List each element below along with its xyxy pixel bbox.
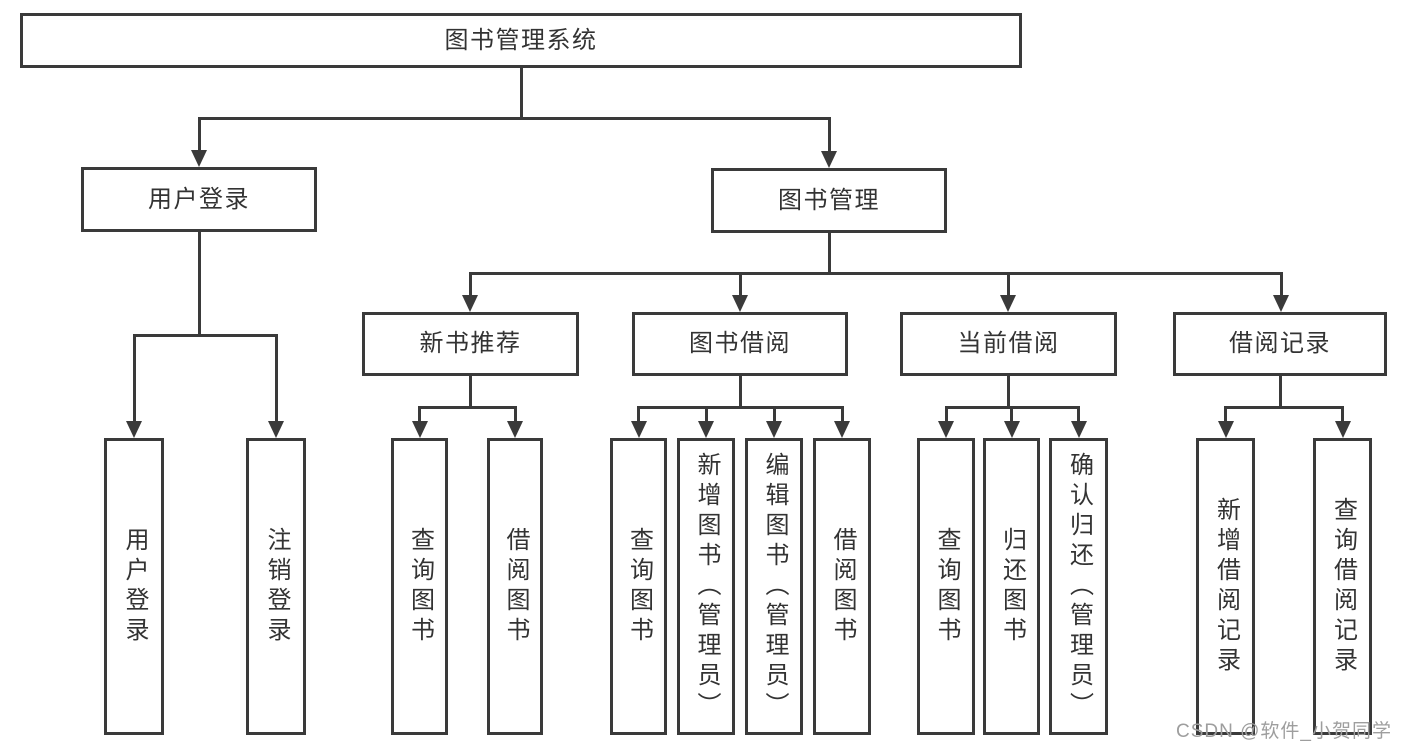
connector-vline xyxy=(418,405,421,425)
node-user-login-label: 用户登录 xyxy=(148,185,250,213)
node-leaf-query-books-borrowing-label: 查询图书 xyxy=(625,526,653,647)
arrow-down-icon xyxy=(821,151,837,168)
arrow-down-icon xyxy=(1000,295,1016,312)
node-new-book-recommendation-label: 新书推荐 xyxy=(419,330,522,357)
connector-vline xyxy=(1006,376,1010,407)
node-leaf-add-books-admin-label: 新增图书（管理员） xyxy=(693,451,720,722)
node-borrowing-records: 借阅记录 xyxy=(1173,312,1387,376)
node-current-borrowing-label: 当前借阅 xyxy=(957,330,1060,357)
node-leaf-borrow-books-recommend-label: 借阅图书 xyxy=(502,526,529,647)
connector-vline xyxy=(1278,376,1282,407)
connector-vline xyxy=(1006,271,1010,298)
node-leaf-query-books-current: 查询图书 xyxy=(917,438,975,735)
node-book-management: 图书管理 xyxy=(711,168,947,233)
node-leaf-query-books-recommend: 查询图书 xyxy=(391,438,448,735)
connector-hline xyxy=(132,333,278,337)
connector-vline xyxy=(1010,405,1013,425)
connector-vline xyxy=(274,333,278,424)
arrow-down-icon xyxy=(268,421,284,438)
connector-hline xyxy=(1224,405,1344,409)
arrow-down-icon xyxy=(411,421,428,438)
node-leaf-add-books-admin: 新增图书（管理员） xyxy=(677,438,735,735)
node-leaf-add-borrow-record-label: 新增借阅记录 xyxy=(1212,496,1240,677)
connector-vline xyxy=(637,405,640,425)
node-leaf-edit-books-admin-label: 编辑图书（管理员） xyxy=(761,451,788,722)
connector-vline xyxy=(1077,405,1080,425)
connector-vline xyxy=(704,405,708,425)
node-leaf-query-books-borrowing: 查询图书 xyxy=(610,438,667,735)
connector-vline xyxy=(513,405,517,425)
node-new-book-recommendation: 新书推荐 xyxy=(362,312,579,376)
connector-hline xyxy=(418,405,517,409)
arrow-down-icon xyxy=(191,150,207,167)
node-book-management-label: 图书管理 xyxy=(778,186,880,214)
node-leaf-confirm-return-admin-label: 确认归还（管理员） xyxy=(1065,451,1093,722)
arrow-down-icon xyxy=(630,421,647,438)
node-book-borrowing: 图书借阅 xyxy=(632,312,848,376)
node-leaf-logout-label: 注销登录 xyxy=(263,526,290,647)
node-leaf-query-books-recommend-label: 查询图书 xyxy=(406,526,434,647)
node-leaf-user-login-label: 用户登录 xyxy=(121,526,148,647)
connector-vline xyxy=(519,68,523,118)
arrow-down-icon xyxy=(834,421,850,438)
connector-vline xyxy=(197,232,201,335)
node-leaf-edit-books-admin: 编辑图书（管理员） xyxy=(745,438,803,735)
connector-vline xyxy=(840,405,844,425)
connector-vline xyxy=(1224,405,1227,425)
node-leaf-return-books-label: 归还图书 xyxy=(998,526,1026,647)
node-leaf-confirm-return-admin: 确认归还（管理员） xyxy=(1049,438,1108,735)
arrow-down-icon xyxy=(1003,421,1020,438)
connector-vline xyxy=(468,271,472,298)
arrow-down-icon xyxy=(126,421,142,438)
connector-vline xyxy=(944,405,948,425)
node-leaf-return-books: 归还图书 xyxy=(983,438,1040,735)
connector-vline xyxy=(197,116,201,153)
connector-hline xyxy=(468,271,1283,275)
arrow-down-icon xyxy=(1334,421,1351,438)
arrow-down-icon xyxy=(698,421,714,438)
node-library-management-system: 图书管理系统 xyxy=(20,13,1022,68)
connector-vline xyxy=(772,405,776,425)
node-borrowing-records-label: 借阅记录 xyxy=(1229,330,1331,357)
csdn-watermark: CSDN @软件_小贺同学 xyxy=(1176,721,1392,742)
node-leaf-borrow-books-label: 借阅图书 xyxy=(829,526,856,647)
node-current-borrowing: 当前借阅 xyxy=(900,312,1117,376)
arrow-down-icon xyxy=(507,421,523,438)
arrow-down-icon xyxy=(462,295,478,312)
node-leaf-query-borrow-record-label: 查询借阅记录 xyxy=(1329,496,1357,677)
arrow-down-icon xyxy=(1273,295,1289,312)
arrow-down-icon xyxy=(1070,421,1087,438)
connector-vline xyxy=(132,333,136,424)
connector-vline xyxy=(468,376,472,407)
node-leaf-user-login: 用户登录 xyxy=(104,438,164,735)
node-leaf-query-borrow-record: 查询借阅记录 xyxy=(1313,438,1372,735)
connector-vline xyxy=(827,116,831,154)
connector-vline xyxy=(1341,405,1344,425)
arrow-down-icon xyxy=(732,295,748,312)
connector-vline xyxy=(827,233,831,273)
node-leaf-query-books-current-label: 查询图书 xyxy=(933,526,960,647)
connector-vline xyxy=(1279,271,1283,298)
connector-hline xyxy=(197,116,831,120)
node-user-login: 用户登录 xyxy=(81,167,317,232)
connector-vline xyxy=(738,271,742,298)
node-leaf-add-borrow-record: 新增借阅记录 xyxy=(1196,438,1255,735)
node-book-borrowing-label: 图书借阅 xyxy=(689,330,791,357)
node-leaf-logout: 注销登录 xyxy=(246,438,306,735)
node-leaf-borrow-books-recommend: 借阅图书 xyxy=(487,438,543,735)
arrow-down-icon xyxy=(938,421,954,438)
node-library-management-system-label: 图书管理系统 xyxy=(444,26,598,54)
connector-hline xyxy=(637,405,844,409)
connector-vline xyxy=(738,376,742,407)
arrow-down-icon xyxy=(1217,421,1234,438)
arrow-down-icon xyxy=(766,421,782,438)
node-leaf-borrow-books: 借阅图书 xyxy=(813,438,871,735)
